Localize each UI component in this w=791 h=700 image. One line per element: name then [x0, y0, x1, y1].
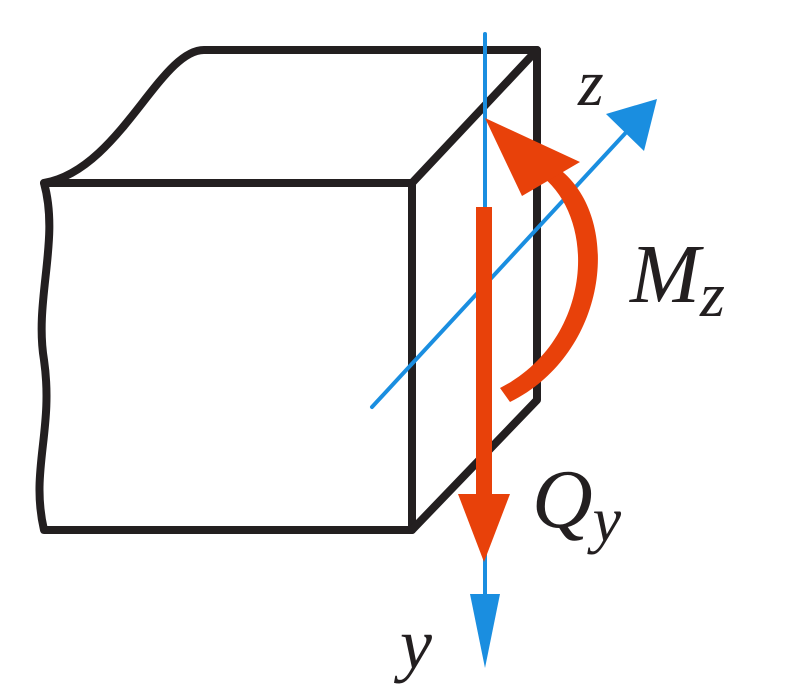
beam-outline [35, 45, 541, 534]
shear-label-subscript: y [587, 484, 622, 555]
z-axis-arrowhead [606, 99, 657, 151]
bending-moment-mz [485, 118, 598, 402]
bending-moment-arrowhead [485, 118, 580, 196]
shear-label-main: Q [532, 453, 593, 546]
bending-moment-arc [500, 160, 598, 402]
shear-label: Qy [532, 453, 622, 555]
y-axis-label: y [393, 604, 432, 684]
z-axis-line [370, 124, 634, 409]
shear-force-arrowhead [458, 494, 510, 562]
z-axis-label: z [577, 47, 604, 120]
beam-top-face [40, 45, 541, 187]
y-axis-arrowhead [470, 594, 500, 668]
moment-label: Mz [629, 228, 725, 330]
beam-front-face [35, 179, 416, 534]
shear-force-shaft [476, 207, 492, 507]
moment-label-main: M [629, 228, 704, 321]
moment-label-subscript: z [699, 259, 725, 330]
shear-force-qy [458, 207, 510, 562]
